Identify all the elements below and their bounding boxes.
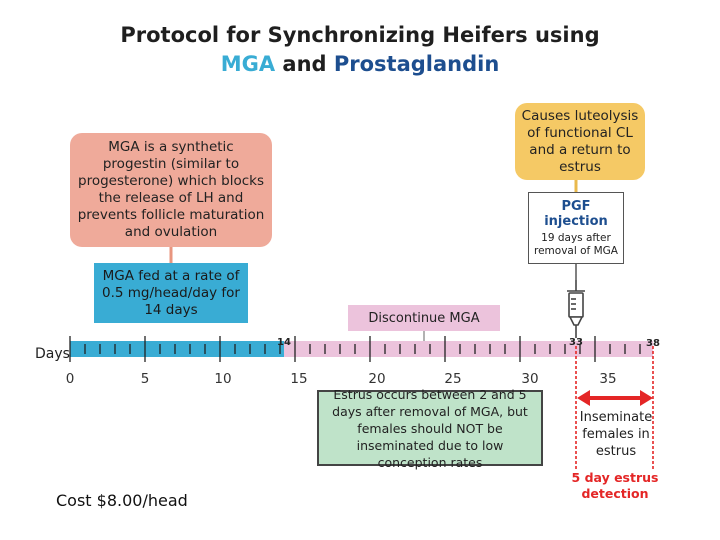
pgf-heading: PGF injection: [544, 198, 608, 229]
tick-label: 35: [599, 371, 617, 387]
discontinue-mga-box: Discontinue MGA: [348, 305, 500, 331]
pgf-injection-box: PGF injection 19 days after removal of M…: [528, 192, 624, 264]
tick-label: 0: [65, 371, 75, 387]
estrus-detection-label: 5 day estrus detection: [571, 470, 659, 501]
estrus-occurs-text: Estrus occurs between 2 and 5 days after…: [332, 386, 528, 470]
syringe-icon: [567, 280, 585, 338]
cost-label: Cost $8.00/head: [56, 491, 188, 510]
mga-info-text: MGA is a synthetic progestin (similar to…: [77, 139, 265, 240]
timeline-ticks: [69, 336, 641, 362]
title-and: and: [282, 52, 327, 76]
inseminate-text: Inseminate females in estrus: [579, 409, 653, 459]
tick-label: 25: [444, 371, 462, 387]
tick-label: 10: [214, 371, 232, 387]
page-subtitle: MGA and Prostaglandin: [0, 51, 720, 77]
marker-day-14: 14: [277, 337, 291, 348]
estrus-detection-window: [575, 346, 654, 470]
page-title: Protocol for Synchronizing Heifers using: [120, 23, 600, 47]
marker-day-33: 33: [569, 337, 583, 348]
tick-label: 5: [140, 371, 150, 387]
luteolysis-text: Causes luteolysis of functional CL and a…: [521, 107, 639, 175]
discontinue-text: Discontinue MGA: [368, 310, 480, 326]
tick-label: 30: [521, 371, 539, 387]
mga-fed-text: MGA fed at a rate of 0.5 mg/head/day for…: [102, 267, 240, 318]
tick-label: 20: [368, 371, 386, 387]
days-axis-label: Days: [35, 346, 70, 362]
title-mga: MGA: [220, 52, 276, 76]
pgf-subtext: 19 days after removal of MGA: [534, 231, 618, 257]
estrus-occurs-box: Estrus occurs between 2 and 5 days after…: [317, 387, 543, 470]
tick-label: 15: [290, 371, 308, 387]
mga-feeding-bar: [70, 341, 284, 357]
mga-info-box: MGA is a synthetic progestin (similar to…: [70, 133, 272, 247]
luteolysis-box: Causes luteolysis of functional CL and a…: [515, 103, 645, 180]
post-mga-bar: [284, 341, 653, 357]
marker-day-38: 38: [646, 338, 660, 349]
inseminate-box: Inseminate females in estrus: [579, 407, 653, 461]
mga-fed-box: MGA fed at a rate of 0.5 mg/head/day for…: [94, 263, 248, 323]
title-prostaglandin: Prostaglandin: [333, 52, 500, 76]
double-arrow-icon: [577, 390, 653, 406]
